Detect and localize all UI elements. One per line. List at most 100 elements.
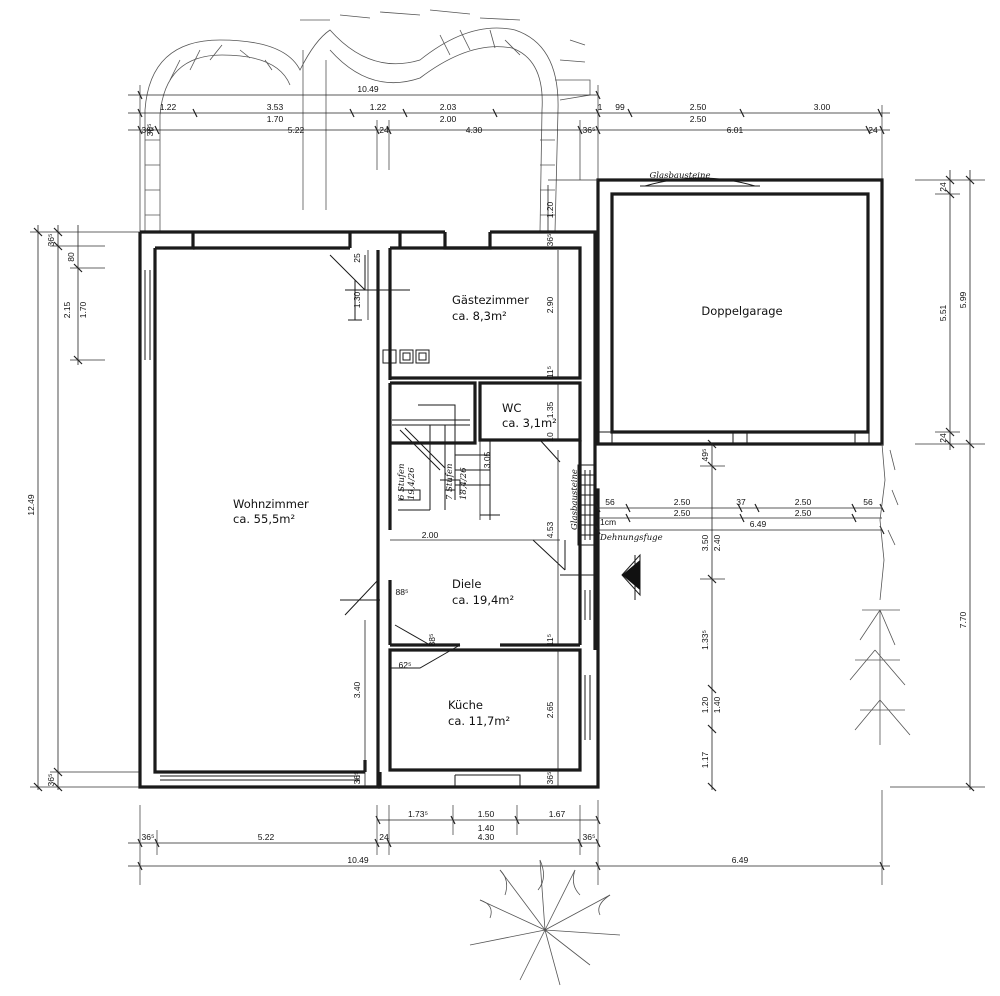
dim-int-gast-365: 36⁵ <box>545 234 555 247</box>
dim-garage-total: 6.49 <box>750 519 767 529</box>
stairs-left-label: 6 Stufen <box>397 464 407 500</box>
stairs-left-ratio: 19,4/26 <box>407 467 417 500</box>
glass-blocks-side: Glasbausteine <box>570 464 597 546</box>
dim-bottom-r2-0: 36⁵ <box>142 832 155 842</box>
dim-int-glas-120: 1.20 <box>545 201 555 218</box>
dim-right-24-bottom: 24 <box>938 433 948 443</box>
dim-yard-350: 3.50 <box>700 534 710 551</box>
dim-int-290: 2.90 <box>545 296 555 313</box>
dim-right-599: 5.99 <box>958 291 968 308</box>
yard-edge <box>879 443 899 601</box>
dim-int-diele-115: 11⁵ <box>545 634 555 646</box>
dim-top-r3-1: 5.22 <box>288 125 305 135</box>
dim-top-r1-0: 1.22 <box>160 102 177 112</box>
dim-int-kueche-365: 36⁵ <box>545 772 555 785</box>
dim-yard-240: 2.40 <box>712 534 722 551</box>
glasbausteine-top-note: Glasbausteine <box>650 171 711 181</box>
dim-top-r2-0: 1.70 <box>267 114 284 124</box>
dim-bottom-r3-0: 10.49 <box>347 855 369 865</box>
dim-top-r1-3: 2.03 <box>440 102 457 112</box>
one-cm-note: 1cm <box>600 517 616 527</box>
wohnzimmer-area: ca. 55,5m² <box>233 512 295 526</box>
dim-int-130: 1.30 <box>352 291 362 308</box>
stairs: 6 Stufen 19,4/26 7 Stufen 18,4/26 <box>392 404 500 520</box>
dim-top-r3-2: 24 <box>379 125 389 135</box>
diele-area: ca. 19,4m² <box>452 593 514 607</box>
wohnzimmer-name: Wohnzimmer <box>233 497 309 511</box>
glasbausteine-side-note: Glasbausteine <box>570 469 580 530</box>
wc-name: WC <box>502 401 521 415</box>
dim-right-551: 5.51 <box>938 304 948 321</box>
house-walls <box>138 230 600 789</box>
kueche-area: ca. 11,7m² <box>448 714 510 728</box>
dim-right-24-top: 24 <box>938 182 948 192</box>
doors <box>329 254 641 669</box>
dim-int-340: 3.40 <box>352 681 362 698</box>
dim-int-305: 3.05 <box>482 451 492 468</box>
dim-yard-1335: 1.33⁵ <box>700 630 710 650</box>
dim-int-885: 88⁵ <box>396 587 409 597</box>
dim-garage-r2-1: 2.50 <box>795 508 812 518</box>
dim-bottom-r2-3: 1.40 <box>478 823 495 833</box>
dim-left-365-bottom: 36⁵ <box>46 774 56 787</box>
dim-top-r2-1: 2.00 <box>440 114 457 124</box>
dim-int-10: 10 <box>545 432 555 442</box>
dim-bottom-r2-4: 4.30 <box>478 832 495 842</box>
garden-path <box>144 9 591 233</box>
dim-int-wohn-365: 36⁵ <box>352 772 362 785</box>
dim-bottom-r3-1: 6.49 <box>732 855 749 865</box>
dim-top-r1-4: 1 <box>598 102 603 112</box>
dim-garage-r1-2: 37 <box>736 497 746 507</box>
dim-int-135: 1.35 <box>545 401 555 418</box>
dim-right-770: 7.70 <box>958 611 968 628</box>
dim-top-r1-7: 3.00 <box>814 102 831 112</box>
dehnungsfuge-note: Dehnungsfuge <box>599 533 663 543</box>
dim-bottom-r2-2: 24 <box>379 832 389 842</box>
dim-int-885b: 88⁵ <box>427 634 437 647</box>
dim-garage-r1-3: 2.50 <box>795 497 812 507</box>
dim-garage-r2-0: 2.50 <box>674 508 691 518</box>
stairs-right-ratio: 18,4/26 <box>459 467 469 500</box>
stairs-right-label: 7 Stufen <box>445 464 455 500</box>
dimensions-left: 12.49 36⁵ 80 2.15 1.70 36⁵ <box>26 225 140 792</box>
dim-top-r1-5: 99 <box>615 102 625 112</box>
dim-left-total: 12.49 <box>26 494 36 516</box>
dim-garage-r1-1: 2.50 <box>674 497 691 507</box>
dim-int-200: 2.00 <box>422 530 439 540</box>
dim-top-r1-1: 3.53 <box>267 102 284 112</box>
dim-int-25: 25 <box>352 253 362 263</box>
dim-bottom-r1-2: 1.67 <box>549 809 566 819</box>
dim-top-r3-0: 36⁵ <box>142 125 155 135</box>
dim-left-80: 80 <box>66 252 76 262</box>
dim-top-total: 10.49 <box>357 84 379 94</box>
dim-left-365-top: 36⁵ <box>46 234 56 247</box>
dim-yard-495: 49⁵ <box>700 449 710 462</box>
dim-top-r3-3: 4.30 <box>466 125 483 135</box>
dim-int-115: 11⁵ <box>545 366 555 378</box>
dim-top-r2-2: 2.50 <box>690 114 707 124</box>
dim-top-r3-6: 24 <box>868 125 878 135</box>
dim-garage-r1-0: 56 <box>605 497 615 507</box>
dimensions-right: 24 5.51 5.99 24 7.70 <box>890 170 985 792</box>
room-labels: Wohnzimmer ca. 55,5m² Gästezimmer ca. 8,… <box>233 293 783 728</box>
dimensions-top: 10.49 1.22 3.53 1.22 2.03 1 99 2.50 3.00… <box>128 84 890 232</box>
dim-left-215: 2.15 <box>62 301 72 318</box>
dimensions-bottom: 1.73⁵ 1.50 1.67 36⁵ 5.22 24 1.40 4.30 36… <box>128 790 890 885</box>
dimensions-yard: 49⁵ 3.50 2.40 1.33⁵ 1.20 1.40 1.17 <box>700 439 725 792</box>
kueche-name: Küche <box>448 698 483 712</box>
dim-bottom-r2-5: 36⁵ <box>583 832 596 842</box>
dim-int-625: 62⁵ <box>399 660 412 670</box>
dimensions-garage-front: 56 2.50 37 2.50 56 2.50 2.50 6.49 1cm De… <box>594 497 885 546</box>
plant-bottom <box>469 859 621 986</box>
dim-top-r1-6: 2.50 <box>690 102 707 112</box>
garage-name: Doppelgarage <box>701 304 782 318</box>
dim-bottom-r1-0: 1.73⁵ <box>408 809 428 819</box>
dim-yard-120: 1.20 <box>700 696 710 713</box>
dim-int-265: 2.65 <box>545 701 555 718</box>
dim-int-453: 4.53 <box>545 521 555 538</box>
dim-top-r1-2: 1.22 <box>370 102 387 112</box>
wc-area: ca. 3,1m² <box>502 416 557 430</box>
dim-garage-r1-4: 56 <box>863 497 873 507</box>
gaestezimmer-area: ca. 8,3m² <box>452 309 507 323</box>
